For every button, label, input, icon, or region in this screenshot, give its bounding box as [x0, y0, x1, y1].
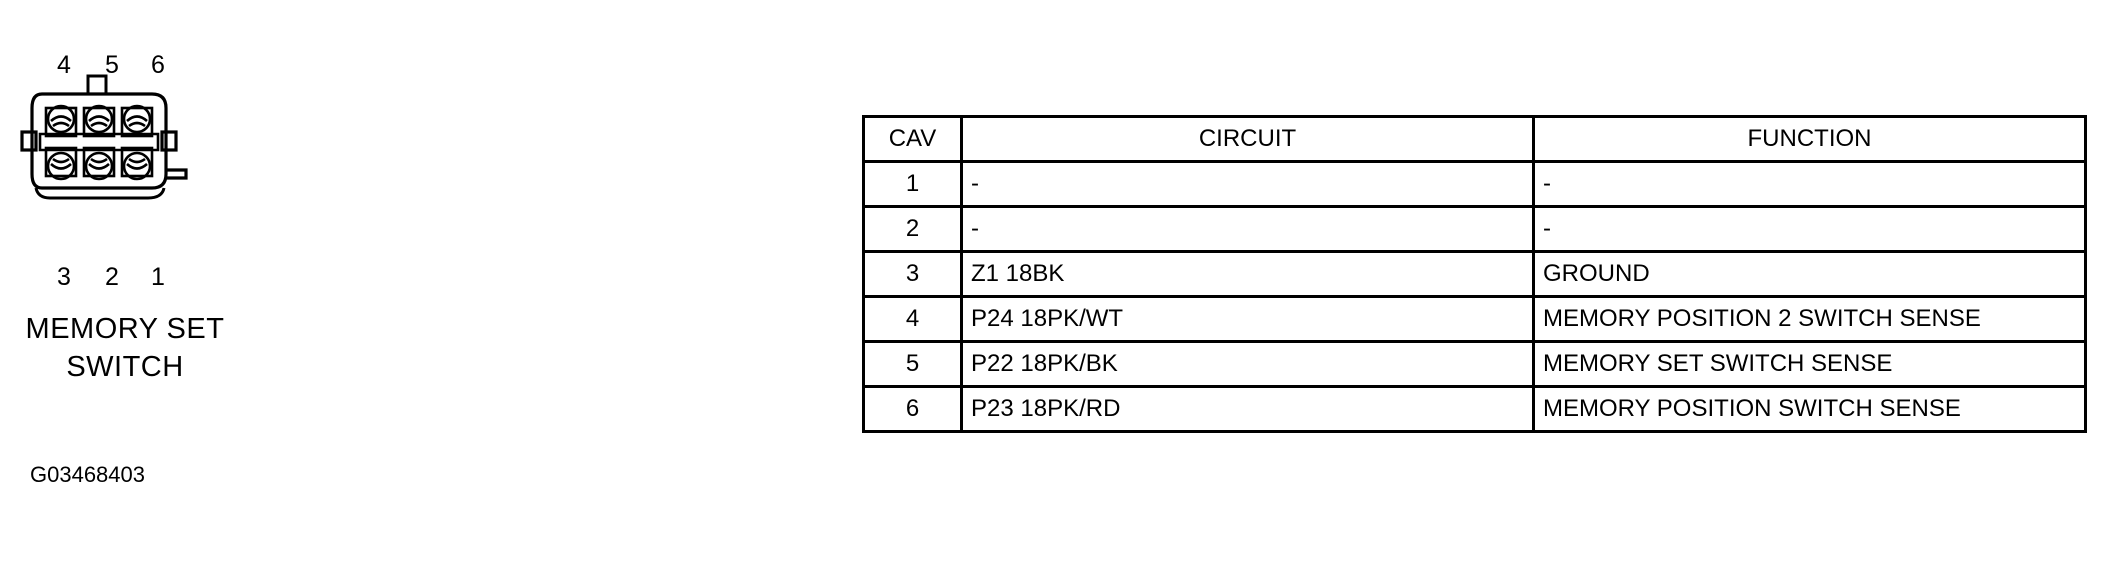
cell-function: GROUND	[1532, 250, 2087, 298]
connector-name-line-1: MEMORY SET	[25, 313, 225, 345]
pinout-table: CAV CIRCUIT FUNCTION 1 - - 2 - - 3 Z1 18…	[862, 115, 2087, 433]
cell-function: -	[1532, 205, 2087, 253]
cell-function: -	[1532, 160, 2087, 208]
cavity-1	[120, 146, 154, 181]
cell-cav: 6	[862, 385, 963, 433]
table-row: 4 P24 18PK/WT MEMORY POSITION 2 SWITCH S…	[862, 295, 2087, 343]
table-header-row: CAV CIRCUIT FUNCTION	[862, 115, 2087, 163]
connector-name-line-2: SWITCH	[66, 351, 184, 383]
column-header-function: FUNCTION	[1532, 115, 2087, 163]
cell-cav: 5	[862, 340, 963, 388]
cavity-2	[82, 146, 116, 181]
pin-number-6: 6	[151, 51, 165, 79]
figure-reference-code: G03468403	[30, 462, 145, 487]
pin-number-1: 1	[151, 263, 165, 291]
cavity-5	[82, 104, 116, 138]
cell-function: MEMORY POSITION SWITCH SENSE	[1532, 385, 2087, 433]
cell-function: MEMORY SET SWITCH SENSE	[1532, 340, 2087, 388]
pin-number-3: 3	[57, 263, 71, 291]
connector-illustration-panel: 4 5 6	[0, 0, 340, 573]
connector-body-drawing	[20, 74, 200, 219]
cavity-4	[44, 104, 78, 138]
bottom-pin-number-row: 3 2 1	[36, 262, 236, 296]
cell-circuit: -	[960, 205, 1535, 253]
cell-circuit: P24 18PK/WT	[960, 295, 1535, 343]
cell-cav: 1	[862, 160, 963, 208]
cell-circuit: P22 18PK/BK	[960, 340, 1535, 388]
table-row: 6 P23 18PK/RD MEMORY POSITION SWITCH SEN…	[862, 385, 2087, 433]
table-row: 5 P22 18PK/BK MEMORY SET SWITCH SENSE	[862, 340, 2087, 388]
cell-circuit: -	[960, 160, 1535, 208]
table-row: 1 - -	[862, 160, 2087, 208]
cell-function: MEMORY POSITION 2 SWITCH SENSE	[1532, 295, 2087, 343]
column-header-circuit: CIRCUIT	[960, 115, 1535, 163]
cavity-3	[44, 146, 78, 181]
column-header-cav: CAV	[862, 115, 963, 163]
cell-cav: 4	[862, 295, 963, 343]
cavity-6	[120, 104, 154, 138]
cell-cav: 2	[862, 205, 963, 253]
table-row: 2 - -	[862, 205, 2087, 253]
table-row: 3 Z1 18BK GROUND	[862, 250, 2087, 298]
pin-number-4: 4	[57, 51, 71, 79]
cell-cav: 3	[862, 250, 963, 298]
cell-circuit: P23 18PK/RD	[960, 385, 1535, 433]
cell-circuit: Z1 18BK	[960, 250, 1535, 298]
top-pin-number-row: 4 5 6	[36, 50, 236, 84]
pin-number-5: 5	[105, 51, 119, 79]
pin-number-2: 2	[105, 263, 119, 291]
